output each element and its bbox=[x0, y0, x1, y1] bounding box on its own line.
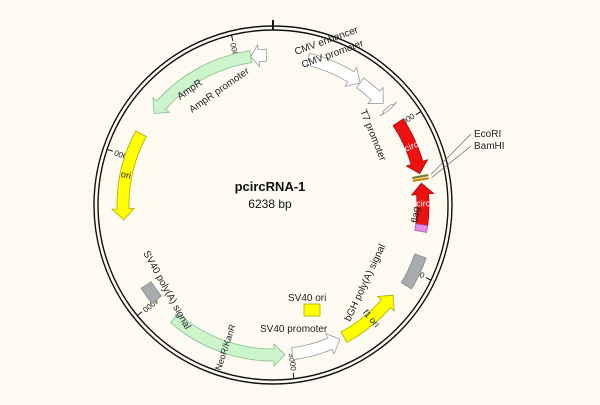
feature-ori: ori bbox=[111, 130, 147, 221]
feature-t7-promoter-arrow bbox=[379, 101, 398, 117]
feature-neor-arrow bbox=[170, 313, 286, 367]
feature-sv40-promoter: SV40 promoter bbox=[260, 324, 341, 361]
tick-mark-1000 bbox=[415, 111, 422, 116]
feature-dcirce-inner-label: DcircE bbox=[410, 198, 437, 208]
feature-cmv-enhancer-arrow bbox=[306, 52, 361, 87]
feature-cmv-promoter-arrow bbox=[356, 77, 384, 104]
sv40-ori-feature: SV40 ori bbox=[288, 293, 326, 317]
tick-mark-6000 bbox=[230, 34, 234, 41]
feature-flag-label: flag bbox=[410, 206, 422, 223]
site-bamhi-leader bbox=[431, 145, 472, 178]
site-ecori-leader bbox=[430, 133, 472, 175]
site-ecori-label: EcoRI bbox=[474, 129, 501, 140]
tick-label-3000: 3000 bbox=[287, 353, 298, 372]
feature-ampr-arrow bbox=[152, 50, 253, 114]
site-bamhi-mark bbox=[412, 177, 429, 182]
feature-sv40-promoter-label: SV40 promoter bbox=[260, 324, 328, 335]
feature-ampr-promoter-arrow bbox=[250, 43, 268, 68]
feature-ori-arrow bbox=[111, 130, 147, 221]
tick-mark-5000 bbox=[106, 148, 113, 152]
feature-ucirce-arrow bbox=[392, 118, 429, 175]
feature-bgh-arrow bbox=[400, 253, 427, 290]
plasmid-length: 6238 bp bbox=[248, 197, 292, 211]
feature-f1-ori-arrow bbox=[340, 294, 395, 343]
feature-ucirce: UcircE bbox=[392, 118, 429, 175]
tick-mark-4000 bbox=[136, 311, 143, 316]
feature-sv40-polya-arrow bbox=[140, 281, 162, 305]
tick-mark-2000 bbox=[425, 277, 432, 281]
sv40-ori-label: SV40 ori bbox=[288, 293, 326, 304]
feature-sv40-polya: SV40 poly(A) signal bbox=[140, 249, 192, 331]
sv40-ori-box bbox=[303, 303, 321, 317]
plasmid-backbone bbox=[93, 20, 453, 385]
tick-mark-3000 bbox=[292, 372, 295, 379]
plasmid-name: pcircRNA-1 bbox=[235, 179, 306, 194]
feature-flag: flag bbox=[410, 206, 429, 233]
site-bamhi-label: BamHI bbox=[474, 141, 505, 152]
feature-t7-promoter: T7 promoter bbox=[357, 101, 398, 163]
feature-t7-promoter-label: T7 promoter bbox=[357, 108, 388, 163]
feature-ori-inner-label: ori bbox=[120, 169, 132, 181]
feature-flag-arrow bbox=[414, 223, 429, 233]
site-ecori-mark bbox=[412, 173, 429, 180]
feature-f1-ori: f1 ori bbox=[340, 294, 395, 343]
feature-sv40-promoter-arrow bbox=[291, 332, 341, 361]
